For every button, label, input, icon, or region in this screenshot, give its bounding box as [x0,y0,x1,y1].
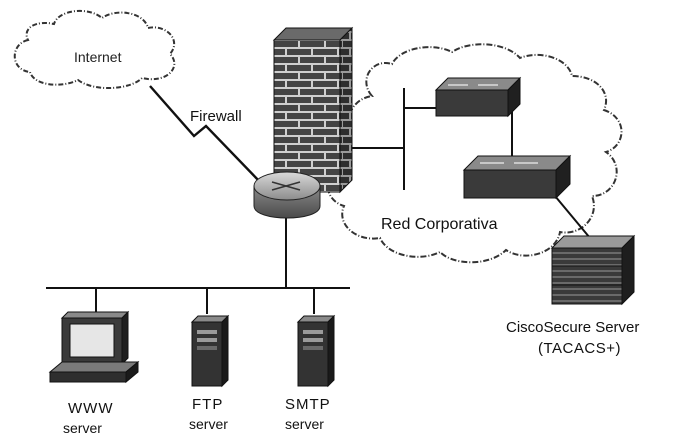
www-server-sublabel: server [63,420,102,436]
www-server-label: WWW [68,400,114,417]
ftp-server-sublabel: server [189,416,228,432]
smtp-server-label: SMTP [285,396,331,413]
firewall-brick-wall-icon [272,26,354,194]
network-links [46,85,591,318]
www-workstation-icon [48,310,140,384]
internet-cloud-icon [13,9,176,90]
firewall-label: Firewall [190,108,242,125]
ftp-server-label: FTP [192,396,224,413]
ftp-tower-server-icon [190,314,230,388]
internet-label: Internet [74,49,122,65]
cisco-server-rack-icon [550,234,636,306]
wan-lightning-link-icon [149,85,263,185]
cisco-server-label: CiscoSecure Server [506,319,640,336]
switch-top-icon [434,76,522,118]
corporate-network-label: Red Corporativa [381,216,498,233]
cisco-server-protocol-label: (TACACS+) [538,340,621,357]
router-icon [253,171,321,219]
smtp-tower-server-icon [296,314,336,388]
smtp-server-sublabel: server [285,416,324,432]
switch-bottom-icon [462,154,572,200]
